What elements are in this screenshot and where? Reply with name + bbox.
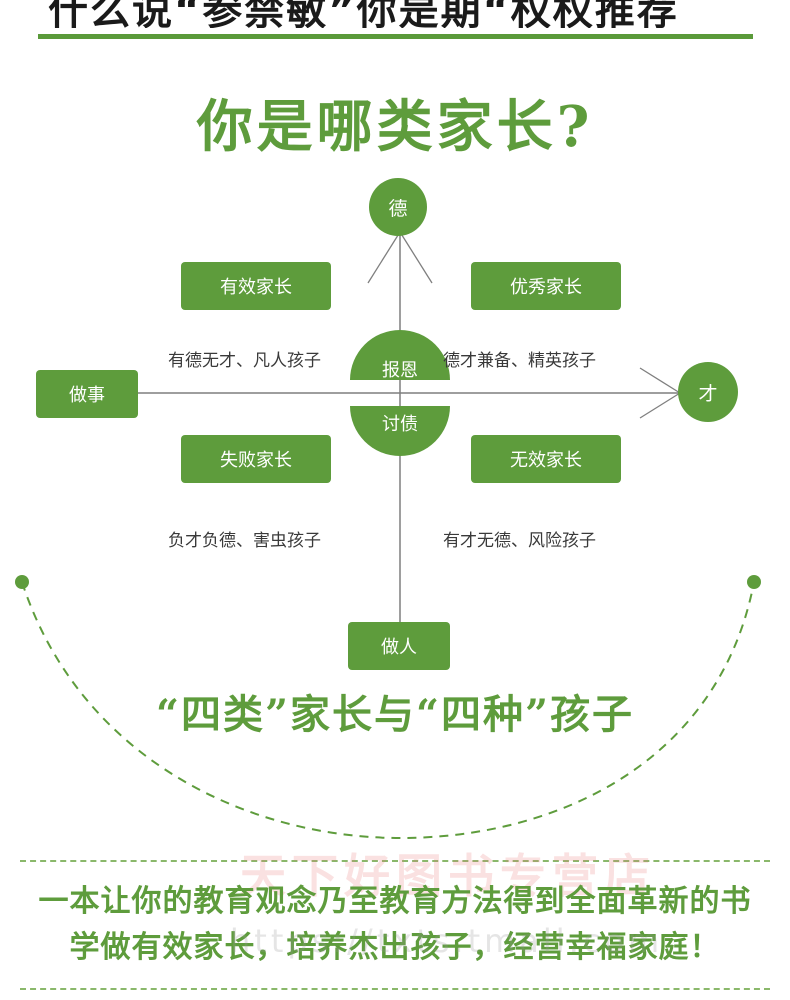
center-circle-bottom (350, 406, 450, 456)
footer-line-2: 学做有效家长，培养杰出孩子，经营幸福家庭！ (69, 930, 721, 965)
arrow-right-upper (639, 367, 681, 394)
header-banner: 什么说“参禁敏”你是期“权权推荐 (0, 0, 790, 28)
footer-line-1: 一本让你的教育观念乃至教育方法得到全面革新的书 (38, 884, 752, 919)
header-divider (38, 34, 753, 39)
arrow-top-left (367, 231, 401, 284)
node-zuoshi-label: 做事 (69, 385, 105, 406)
node-zuoren: 做人 (348, 622, 450, 670)
node-de-label: 德 (388, 197, 408, 220)
footer-divider-bottom (20, 988, 770, 990)
node-zuoshi: 做事 (36, 370, 138, 418)
quadrant-box-excellent: 优秀家长 (471, 262, 621, 310)
page-title: 你是哪类家长? (196, 94, 594, 160)
quadrant-title: 有效家长 (220, 277, 292, 298)
header-text: 什么说“参禁敏”你是期“权权推荐 (48, 0, 679, 28)
quadrant-desc-effective: 有德无才、凡人孩子 (168, 351, 321, 371)
watermark-url: https://txts.tmall.com (230, 922, 664, 960)
diagram-subtitle: “四类”家长与“四种”孩子 (155, 691, 635, 738)
quadrant-desc-excellent: 德才兼备、精英孩子 (443, 351, 596, 371)
node-zuoren-label: 做人 (381, 637, 417, 658)
node-cai-label: 才 (698, 382, 718, 405)
quadrant-title: 失败家长 (220, 450, 292, 471)
quadrant-box-ineffective: 无效家长 (471, 435, 621, 483)
dashed-arc (21, 581, 755, 840)
arc-dot-right (747, 575, 761, 589)
quadrant-box-failed: 失败家长 (181, 435, 331, 483)
quadrant-desc-failed: 负才负德、害虫孩子 (168, 531, 321, 551)
node-de: 德 (369, 178, 427, 236)
quadrant-title: 无效家长 (510, 450, 582, 471)
quadrant-desc-ineffective: 有才无德、风险孩子 (443, 531, 596, 551)
arrow-top-right (399, 231, 433, 284)
center-label-baoen: 报恩 (382, 360, 418, 381)
quadrant-box-effective: 有效家长 (181, 262, 331, 310)
watermark-text: 天下好图书专营店 (240, 849, 656, 903)
arc-dot-left (15, 575, 29, 589)
center-circle-top (350, 330, 450, 380)
arrow-right-lower (639, 392, 681, 419)
node-cai: 才 (678, 362, 738, 422)
footer-divider-top (20, 860, 770, 862)
center-label-taozhai: 讨债 (382, 414, 418, 435)
quadrant-title: 优秀家长 (510, 277, 582, 298)
